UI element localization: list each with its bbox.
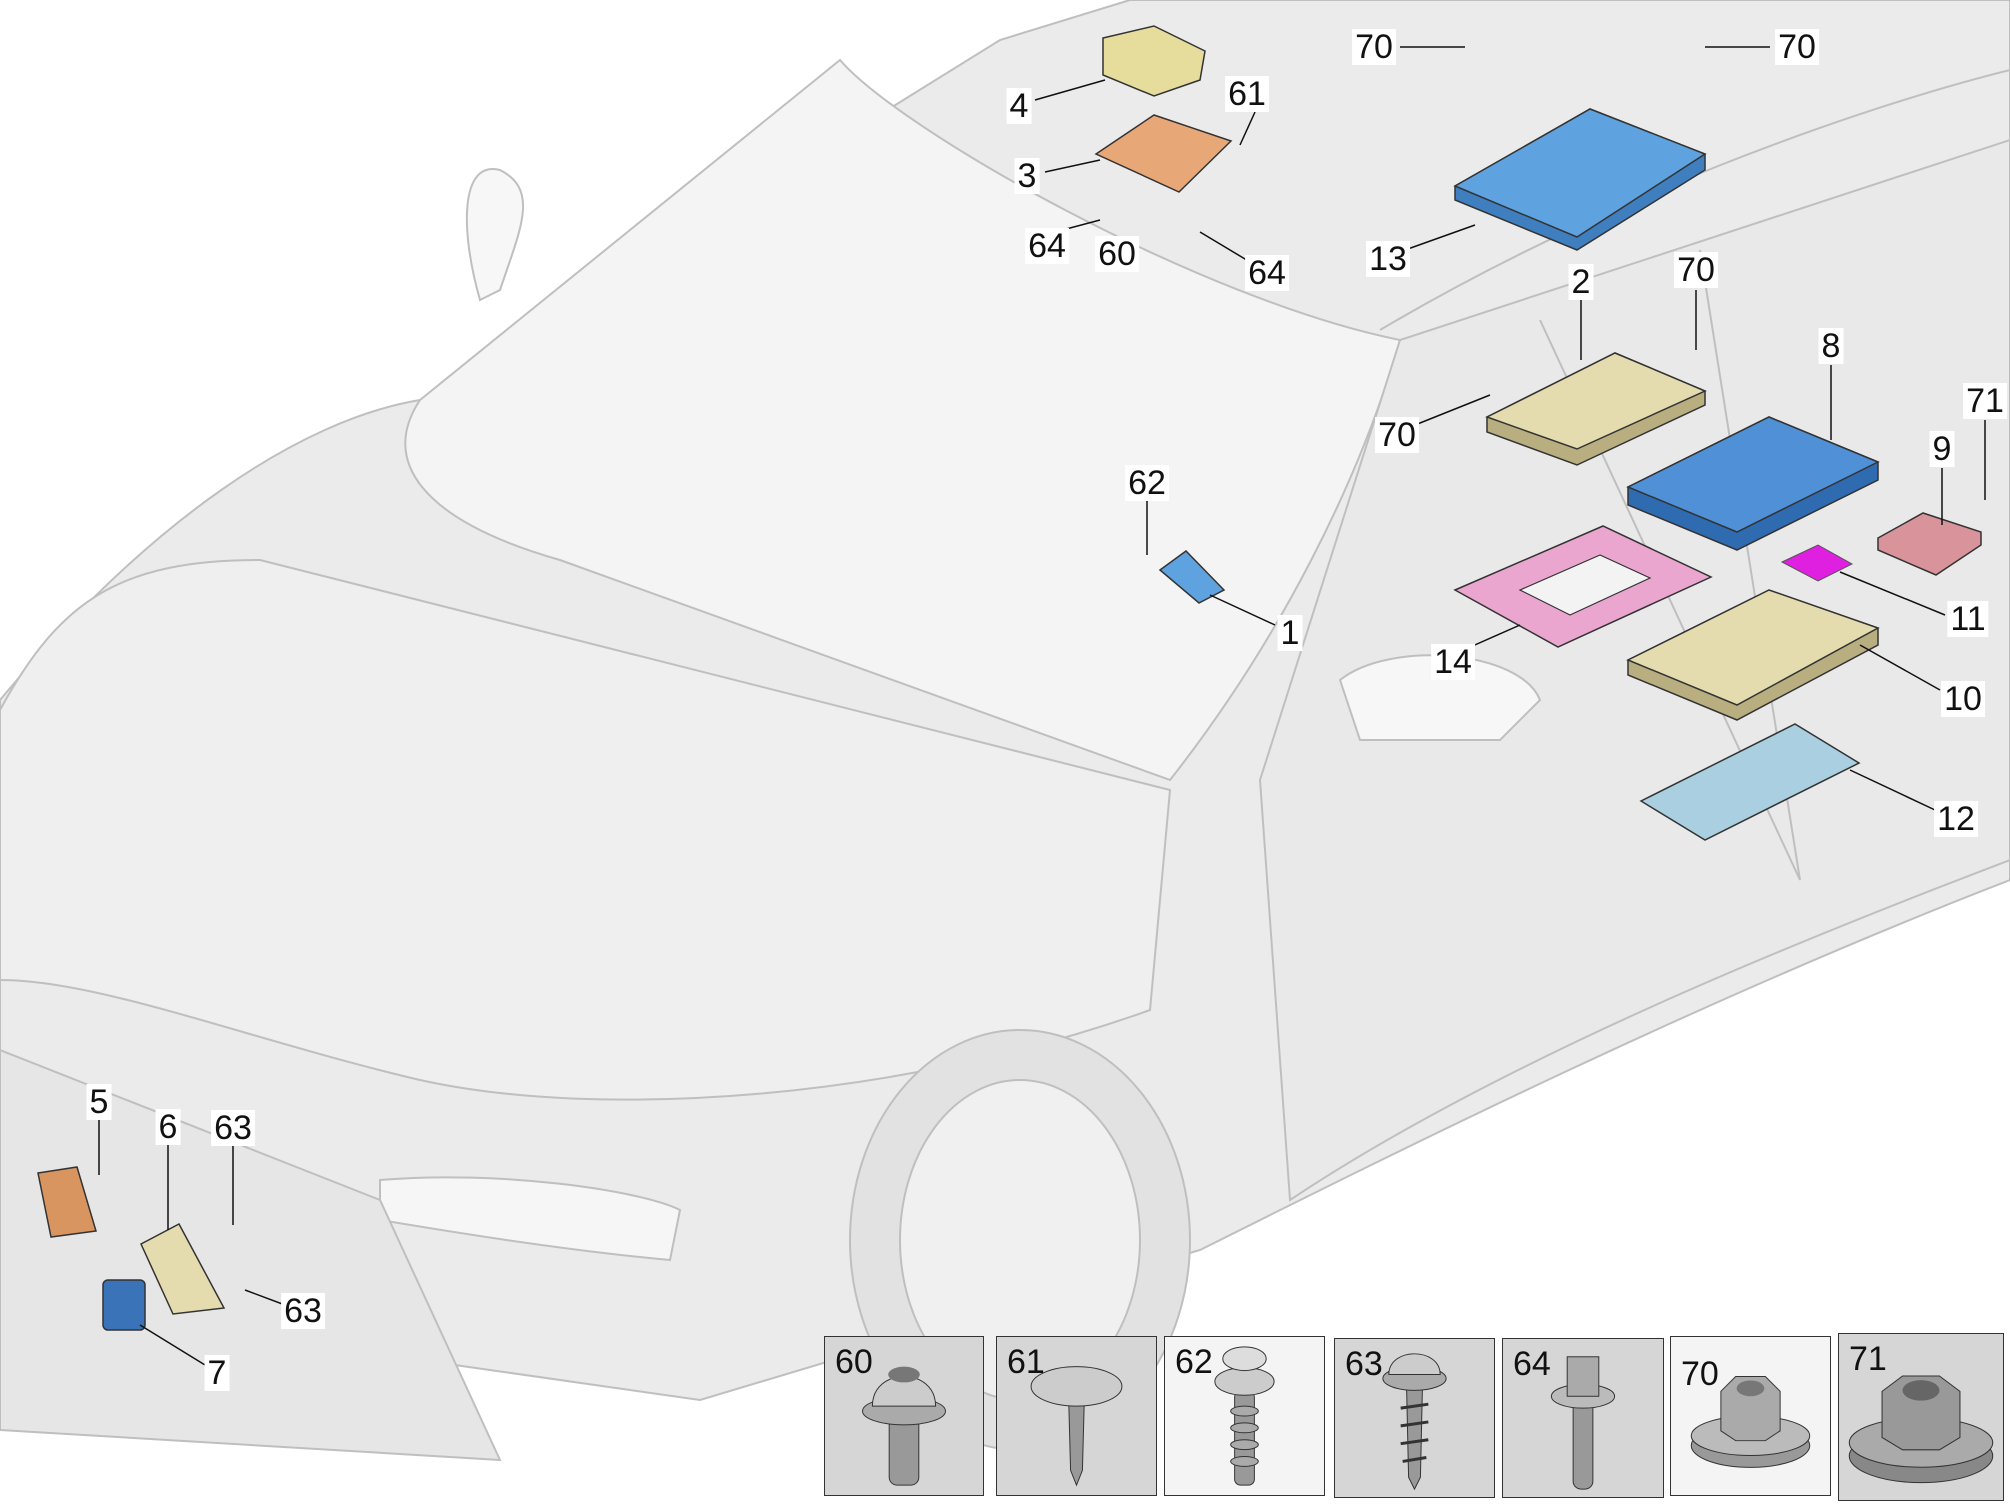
callout-71: 71 [1963,383,2007,419]
callout-70: 70 [1375,417,1419,453]
large-hex-flange-nut-icon [1848,1375,1994,1484]
hex-flange-bolt-icon [1550,1356,1616,1490]
callout-5: 5 [86,1084,112,1120]
callout-61: 61 [1225,76,1269,112]
callout-62: 62 [1125,465,1169,501]
callout-60: 60 [1095,236,1139,272]
callout-70: 70 [1674,252,1718,288]
callout-3: 3 [1014,158,1040,194]
callout-10: 10 [1941,681,1985,717]
car-body-outline [0,0,2010,1462]
part-6-bracket[interactable] [140,1222,226,1315]
fastener-63[interactable]: 63 [1334,1338,1495,1498]
fastener-62[interactable]: 62 [1164,1336,1325,1496]
fastener-70[interactable]: 70 [1670,1336,1831,1496]
part-2-module[interactable] [1485,352,1707,466]
fastener-61[interactable]: 61 [996,1336,1157,1496]
fastener-number: 64 [1513,1345,1551,1383]
part-12-plate[interactable] [1639,723,1861,841]
leader-lines [98,46,1986,1366]
fastener-number: 61 [1007,1343,1045,1381]
fastener-71[interactable]: 71 [1838,1333,2004,1501]
callout-2: 2 [1568,264,1594,300]
part-10-module[interactable] [1626,589,1880,721]
callout-6: 6 [155,1109,181,1145]
callout-8: 8 [1818,328,1844,364]
part-8-module[interactable] [1626,416,1880,551]
fastener-64[interactable]: 64 [1502,1338,1664,1498]
fastener-number: 70 [1681,1355,1719,1393]
fastener-number: 60 [835,1343,873,1381]
callout-63: 63 [211,1110,255,1146]
callout-14: 14 [1431,644,1475,680]
callout-63: 63 [281,1293,325,1329]
pan-head-pin-screw-icon [1030,1366,1123,1487]
part-13-module[interactable] [1453,108,1707,251]
part-14-bracket[interactable] [1453,525,1713,648]
callout-1: 1 [1277,615,1303,651]
callout-4: 4 [1006,88,1032,124]
fastener-number: 62 [1175,1343,1213,1381]
part-3-plate[interactable] [1094,114,1233,193]
part-1-bracket[interactable] [1158,550,1226,604]
callout-9: 9 [1929,431,1955,467]
fastener-number: 63 [1345,1345,1383,1383]
callout-11: 11 [1947,601,1989,637]
torx-self-tapping-screw-icon [1214,1346,1275,1486]
callout-12: 12 [1934,801,1978,837]
callout-70: 70 [1775,29,1819,65]
part-7-sensor[interactable] [102,1279,146,1331]
fastener-60[interactable]: 60 [824,1336,984,1496]
callout-70: 70 [1352,29,1396,65]
part-9-cover[interactable] [1877,512,1982,576]
hex-flange-nut-icon [1690,1376,1811,1468]
part-4-housing[interactable] [1102,25,1206,97]
fastener-number: 71 [1849,1340,1887,1378]
torx-wood-screw-icon [1382,1353,1447,1491]
part-11-pad[interactable] [1780,544,1854,582]
callout-64: 64 [1025,228,1069,264]
part-5-bracket[interactable] [37,1166,97,1238]
callout-13: 13 [1366,241,1410,277]
torx-flange-bolt-icon [862,1366,946,1486]
callout-7: 7 [204,1355,230,1391]
callout-64: 64 [1245,255,1289,291]
